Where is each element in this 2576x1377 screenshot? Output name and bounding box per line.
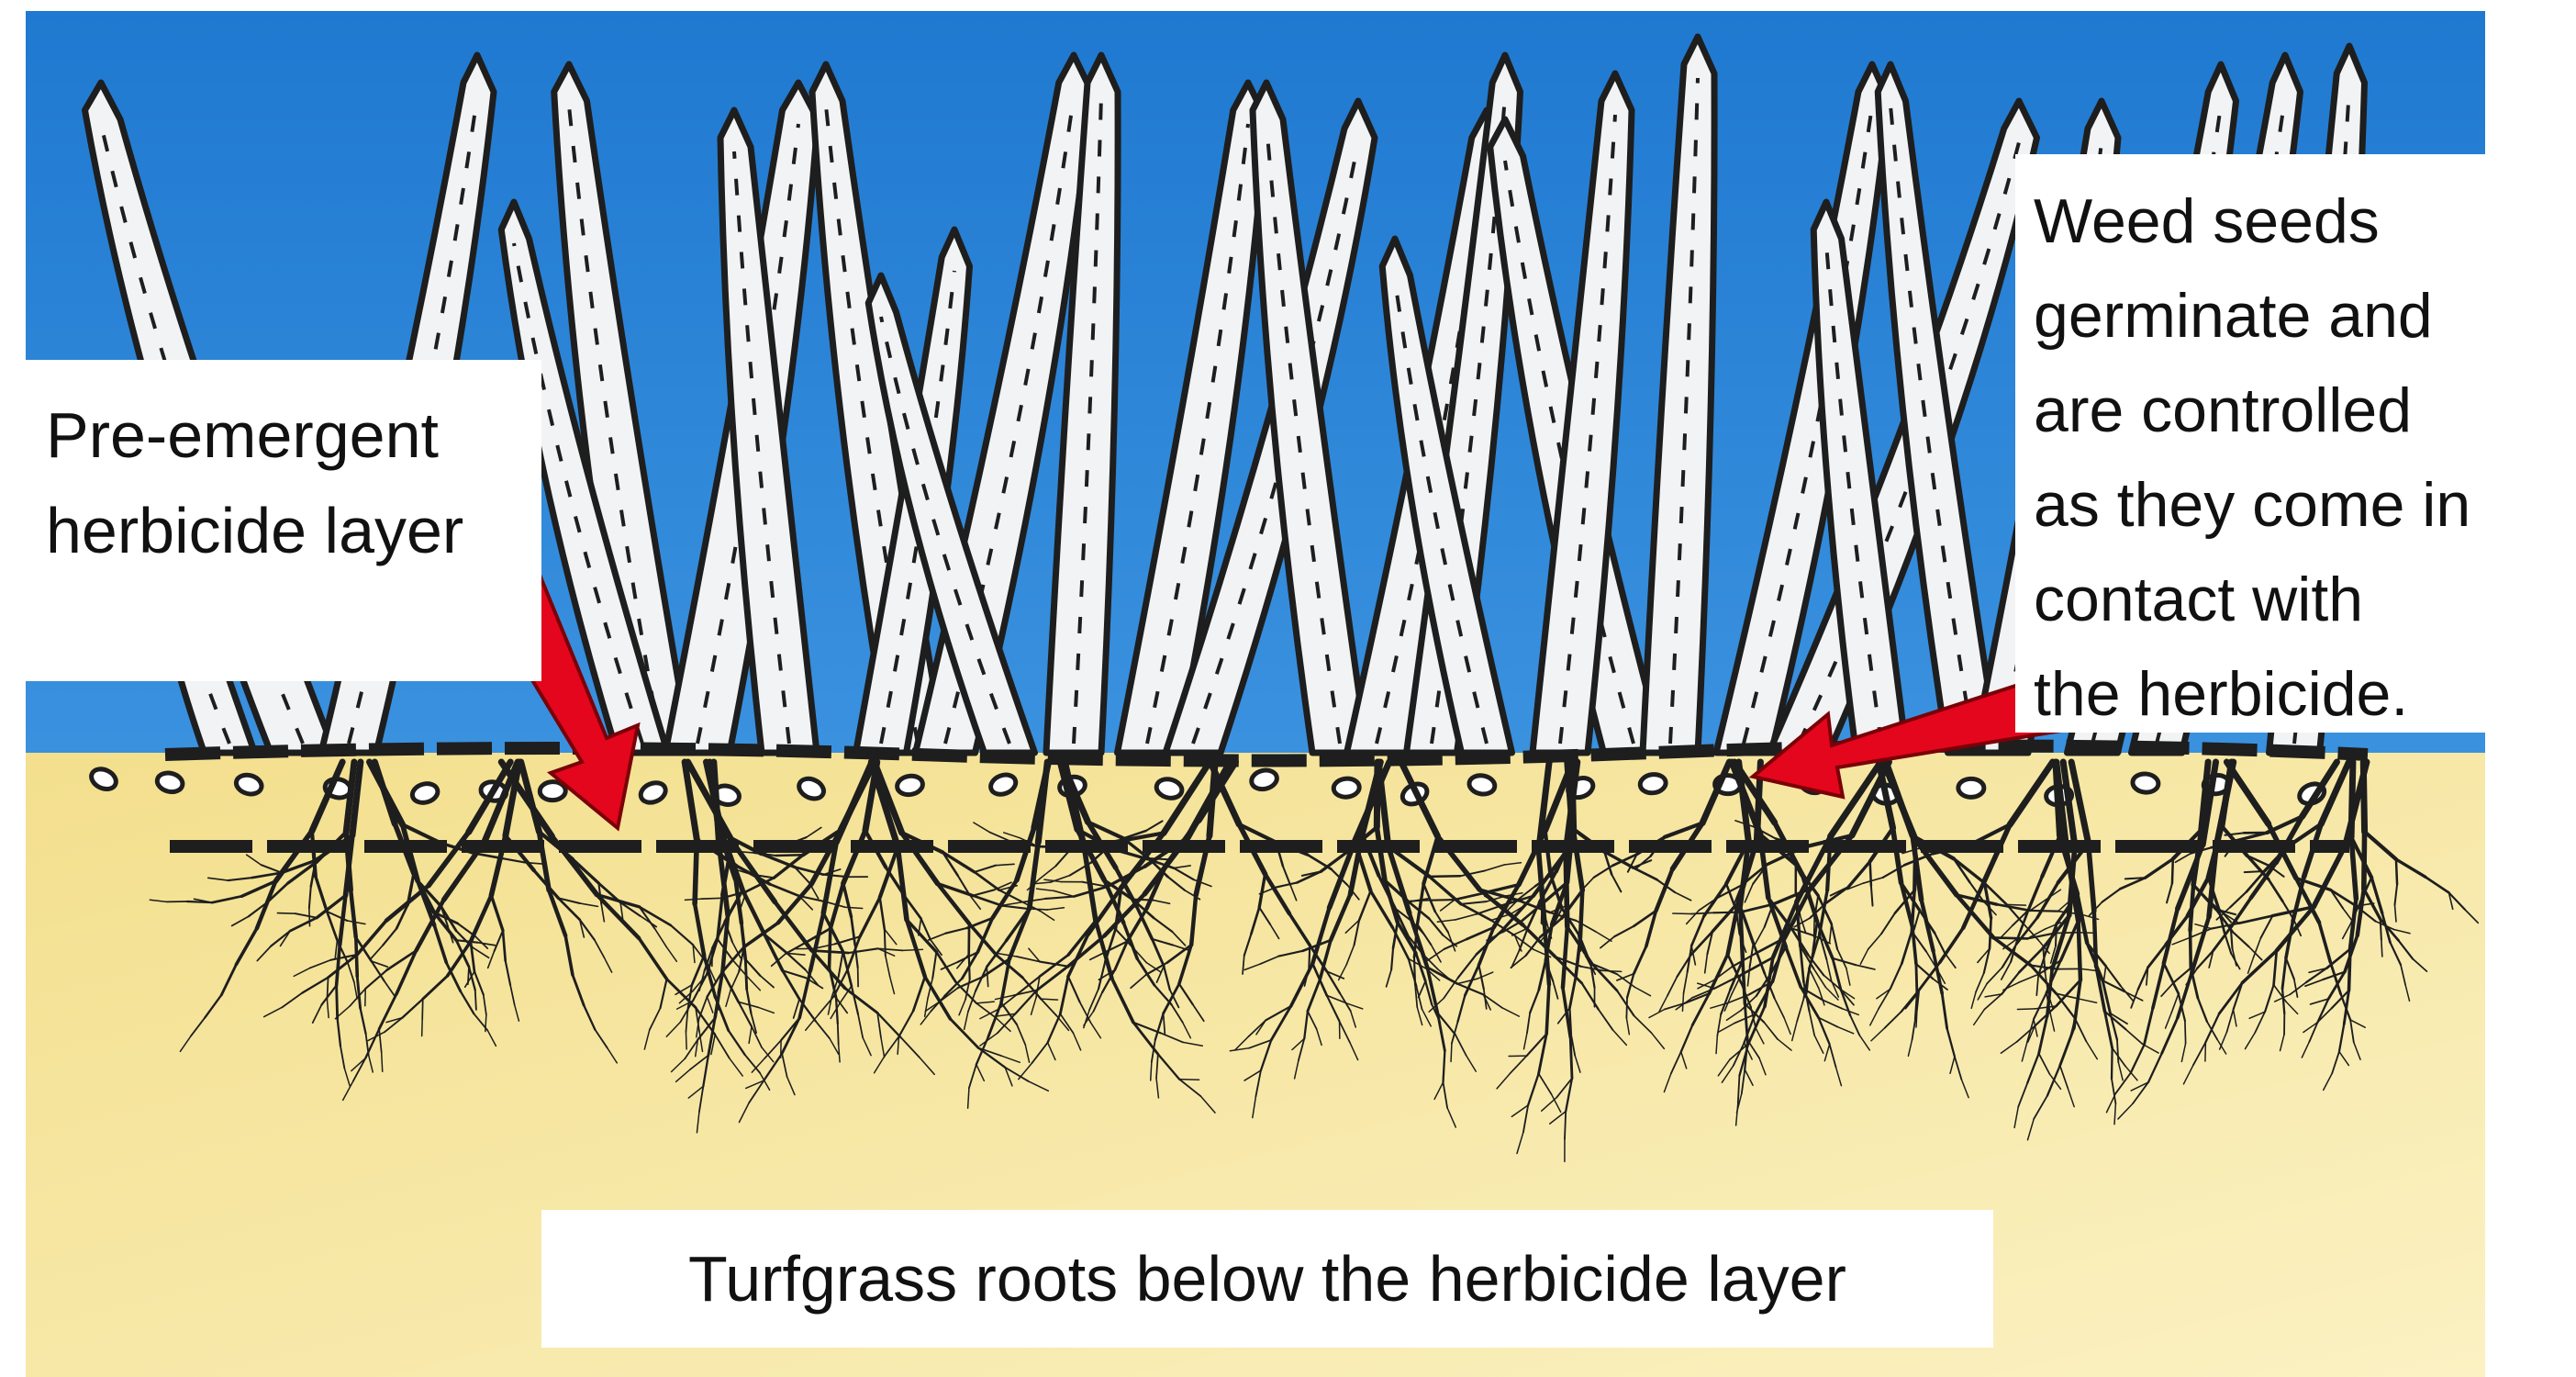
weed-seeds-label-line1: Weed seeds: [2034, 174, 2492, 269]
weed-seeds-label-line5: contact with: [2034, 553, 2492, 647]
herbicide-layer-label-line2: herbicide layer: [46, 483, 541, 578]
weed-seeds-label-line4: as they come in: [2034, 458, 2492, 553]
turfgrass-roots-label: Turfgrass roots below the herbicide laye…: [541, 1210, 1993, 1348]
herbicide-layer-label: Pre-emergent herbicide layer: [26, 360, 541, 681]
weed-seeds-label: Weed seeds germinate and are controlled …: [2015, 154, 2492, 733]
weed-seeds-label-line3: are controlled: [2034, 364, 2492, 458]
weed-seeds-label-line2: germinate and: [2034, 269, 2492, 364]
herbicide-layer-label-line1: Pre-emergent: [46, 387, 541, 483]
weed-seeds-label-line6: the herbicide.: [2034, 647, 2492, 742]
